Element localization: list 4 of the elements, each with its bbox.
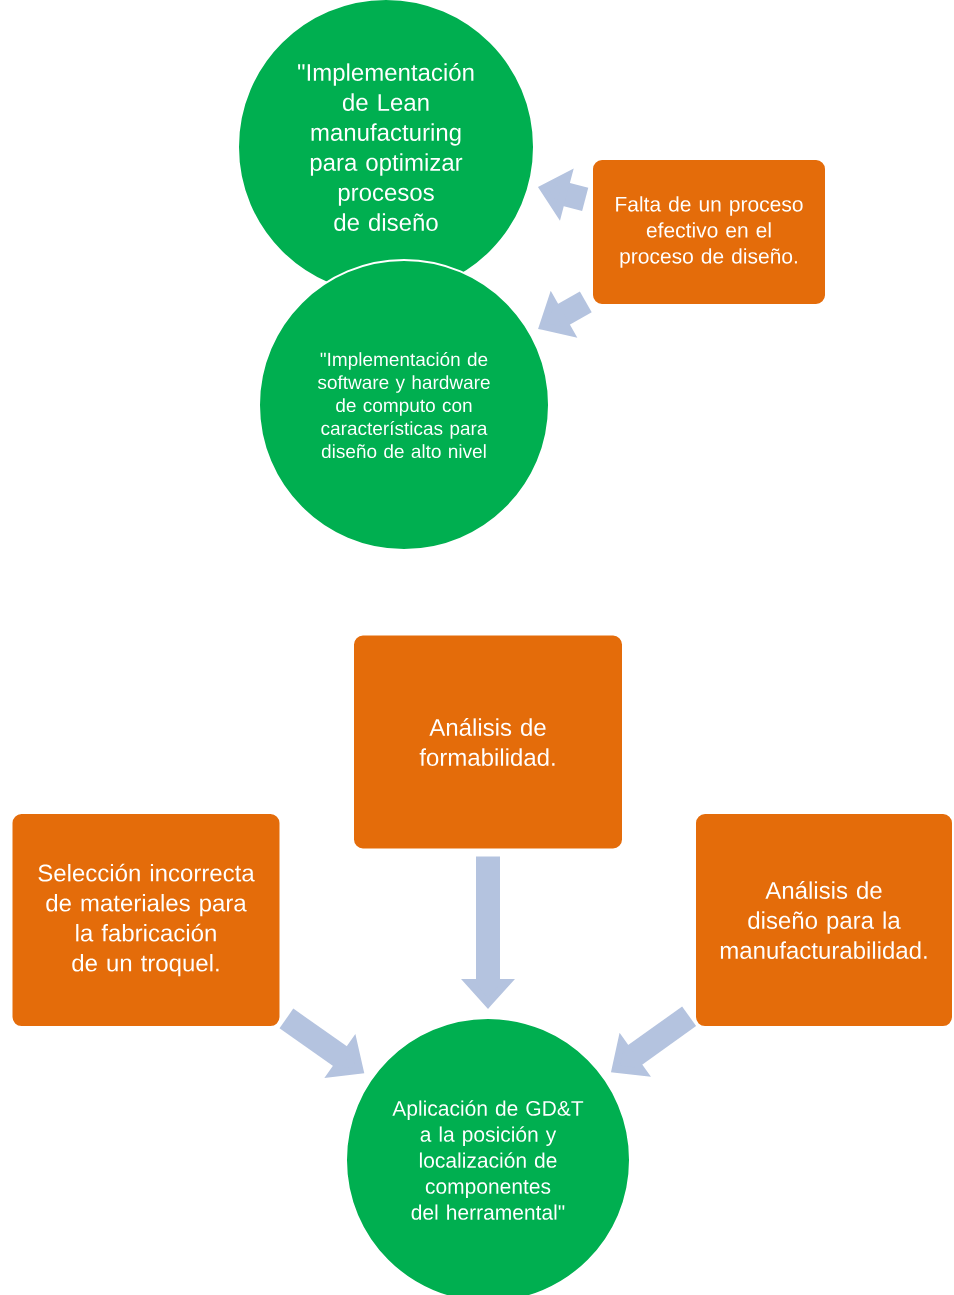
process-box: Selección incorrecta de materiales para la fabricación de un troquel. (10, 812, 282, 1028)
process-box: Análisis de diseño para la manufacturabilidad. (694, 812, 954, 1028)
process-box: Análisis de formabilidad. (352, 633, 624, 851)
process-box: Falta de un proceso efectivo en el proceso de diseño. (591, 158, 827, 306)
